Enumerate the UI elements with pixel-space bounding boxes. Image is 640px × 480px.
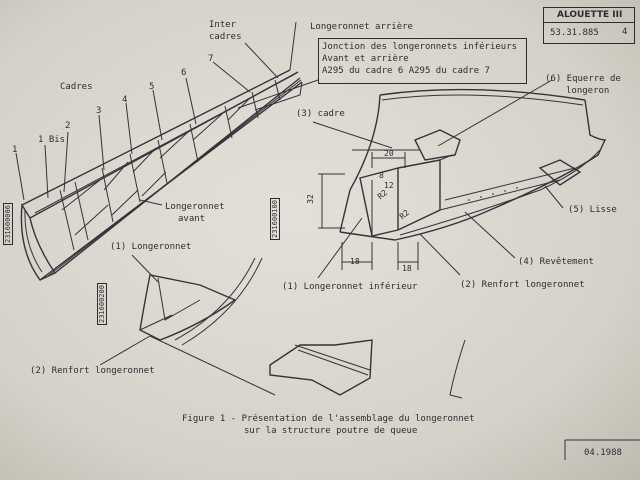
label-frame-1bis: 1 Bis [38,135,66,145]
dimension-18-b: 18 [402,264,412,273]
truss-frames [59,79,281,251]
label-inter-cadres-2: cadres [209,32,242,42]
title-divider [544,22,634,23]
label-detail-longeronnet: (1) Longeronnet [110,242,192,252]
dimension-12: 12 [384,181,394,190]
label-frame-7: 7 [208,54,214,64]
dimension-18-a: 18 [350,257,360,266]
dimension-20: 20 [384,149,394,158]
label-cadres: Cadres [60,82,93,92]
part-number-1: 231600006 [3,203,13,245]
part-number-2: 231600100 [270,198,280,240]
figure-caption-line-2: sur la structure poutre de queue [244,426,418,436]
title-block [543,7,635,44]
callout-line-2: Avant et arrière [322,54,409,64]
label-longeronnet-avant-1: Longeronnet [165,202,225,212]
dimension-8: 8 [379,171,384,180]
label-renfort-longeronnet: (2) Renfort longeronnet [460,280,585,290]
label-cadre: (3) cadre [296,109,345,119]
label-equerre-1: (6) Equerre de [545,74,621,84]
document-date: 04.1988 [584,448,622,458]
page-number: 4 [622,27,628,37]
label-lisse: (5) Lisse [568,205,617,215]
detail-view-renfort [149,335,466,399]
label-frame-2: 2 [65,121,71,131]
tail-boom-truss [20,69,303,281]
document-reference: 53.31.885 [550,28,599,38]
label-longeronnet-arriere: Longeronnet arrière [310,22,413,32]
callout-line-3: A295 du cadre 6 A295 du cadre 7 [322,66,490,76]
label-frame-1: 1 [12,145,18,155]
label-equerre-2: longeron [566,86,610,96]
label-frame-3: 3 [96,106,102,116]
label-revetement: (4) Revêtement [518,257,594,267]
label-longeronnet-inferieur: (1) Longeronnet inférieur [282,282,418,292]
document-title: ALOUETTE III [557,10,623,20]
label-frame-6: 6 [181,68,187,78]
part-number-3: 231600200 [97,283,107,325]
callout-line-1: Jonction des longeronnets inférieurs [322,42,518,52]
main-assembly-view [318,88,607,270]
figure-caption-line-1: Figure 1 - Présentation de l'assemblage … [182,414,475,424]
dimension-32: 32 [305,194,315,204]
detail-view-longeronnet [139,257,263,346]
label-detail-renfort: (2) Renfort longeronnet [30,366,155,376]
leader-lines [15,21,564,366]
label-longeronnet-avant-2: avant [178,214,206,224]
label-frame-4: 4 [122,95,128,105]
label-inter-cadres-1: Inter [209,20,237,30]
callout-box [318,38,527,84]
label-frame-5: 5 [149,82,155,92]
